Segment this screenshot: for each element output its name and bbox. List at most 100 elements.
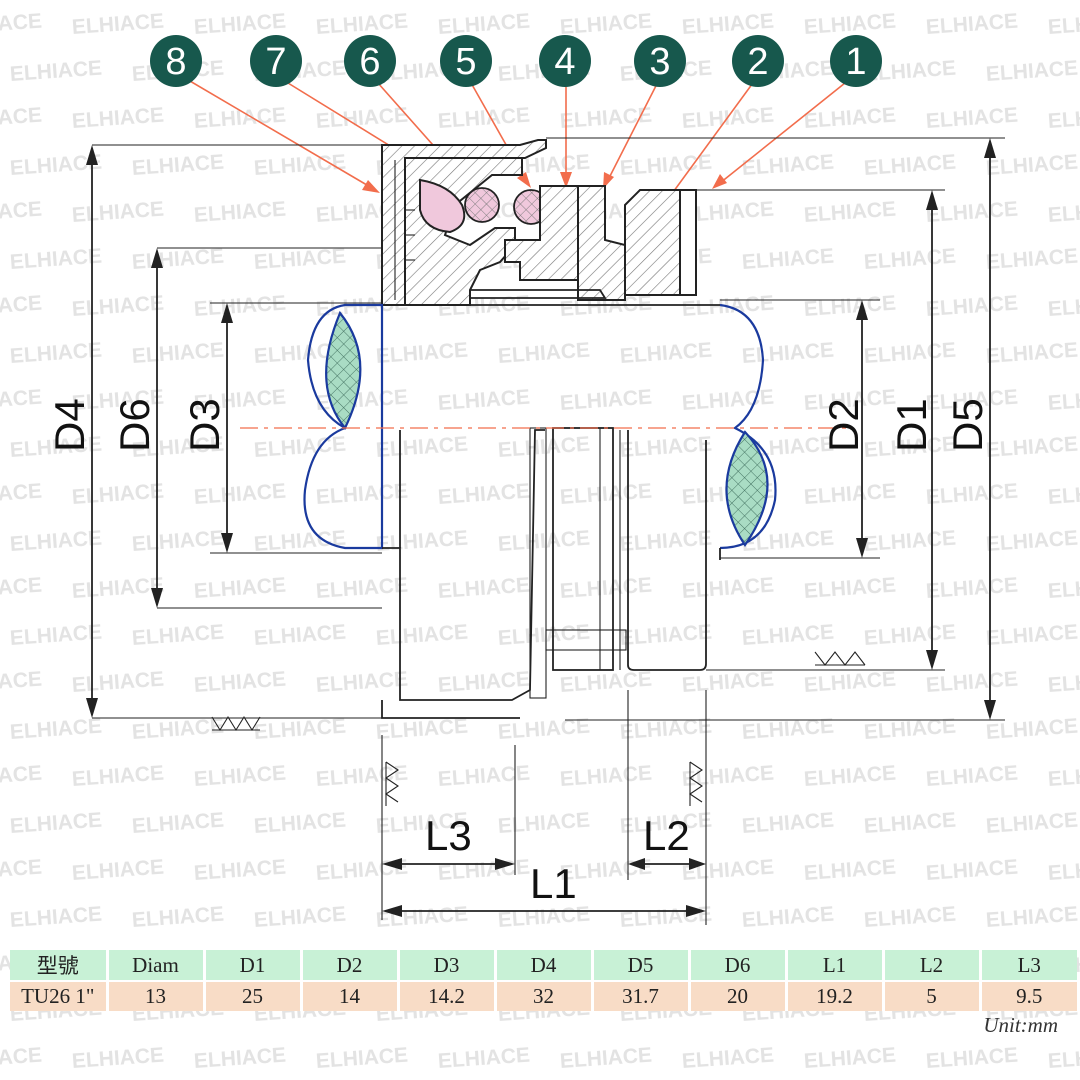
watermark-text: ELHIACE — [1047, 1044, 1080, 1073]
watermark-text: ELHIACE — [253, 809, 347, 838]
watermark-text: ELHIACE — [71, 198, 165, 227]
watermark-text: ELHIACE — [985, 151, 1079, 180]
watermark-text: ELHIACE — [681, 574, 775, 603]
watermark-text: ELHIACE — [193, 856, 287, 885]
watermark-text: ELHIACE — [193, 104, 287, 133]
table-cell: TU26 1" — [10, 981, 107, 1011]
label-l2: L2 — [643, 812, 690, 859]
watermark-text: ELHIACE — [437, 762, 531, 791]
watermark-text: ELHIACE — [9, 57, 103, 86]
watermark-text: ELHIACE — [437, 104, 531, 133]
watermark-text: ELHIACE — [375, 339, 469, 368]
watermark-text: ELHIACE — [985, 245, 1079, 274]
watermark-text: ELHIACE — [71, 10, 165, 39]
watermark-text: ELHIACE — [863, 715, 957, 744]
watermark-text: ELHIACE — [863, 151, 957, 180]
watermark-text: ELHIACE — [497, 339, 591, 368]
watermark-text: ELHIACE — [619, 527, 713, 556]
watermark-text: ELHIACE — [193, 574, 287, 603]
watermark-text: ELHIACE — [71, 762, 165, 791]
watermark-text: ELHIACE — [559, 10, 653, 39]
callout-circle-8 — [150, 35, 202, 87]
watermark-text: ELHIACE — [437, 574, 531, 603]
watermark-text: ELHIACE — [0, 292, 43, 321]
watermark-text: ELHIACE — [925, 10, 1019, 39]
watermark-text: ELHIACE — [1047, 292, 1080, 321]
table-cell: 13 — [105, 981, 204, 1011]
watermark-text: ELHIACE — [803, 104, 897, 133]
watermark-text: ELHIACE — [315, 1044, 409, 1073]
watermark-text: ELHIACE — [863, 339, 957, 368]
table-cell: 14 — [299, 981, 398, 1011]
watermark-text: ELHIACE — [9, 151, 103, 180]
watermark-text: ELHIACE — [131, 621, 225, 650]
watermark-text: ELHIACE — [803, 668, 897, 697]
watermark-text: ELHIACE — [619, 433, 713, 462]
table-cell: 20 — [687, 981, 786, 1011]
watermark-text: ELHIACE — [1047, 668, 1080, 697]
watermark-text: ELHIACE — [0, 668, 43, 697]
watermark-text: ELHIACE — [681, 856, 775, 885]
watermark-text: ELHIACE — [681, 1044, 775, 1073]
header-cell: L2 — [881, 950, 980, 982]
watermark-text: ELHIACE — [315, 668, 409, 697]
watermark-text: ELHIACE — [559, 386, 653, 415]
watermark-text: ELHIACE — [253, 621, 347, 650]
watermark-text: ELHIACE — [925, 574, 1019, 603]
label-l3: L3 — [425, 812, 472, 859]
header-cell: L3 — [978, 950, 1077, 982]
watermark-text: ELHIACE — [863, 903, 957, 932]
header-cell: D6 — [687, 950, 786, 982]
watermark-text: ELHIACE — [985, 527, 1079, 556]
dimension-lines — [86, 137, 1005, 925]
callout-circle-7 — [250, 35, 302, 87]
watermark-text: ELHIACE — [741, 621, 835, 650]
watermark-text: ELHIACE — [0, 480, 43, 509]
callout-number-8: 8 — [165, 41, 186, 83]
callout-number-4: 4 — [554, 41, 575, 83]
watermark-text: ELHIACE — [1047, 762, 1080, 791]
watermark-text: ELHIACE — [193, 480, 287, 509]
watermark-text: ELHIACE — [71, 668, 165, 697]
callout-circle-3 — [634, 35, 686, 87]
watermark-text: ELHIACE — [71, 104, 165, 133]
watermark-text: ELHIACE — [803, 480, 897, 509]
watermark-text: ELHIACE — [925, 198, 1019, 227]
watermark-text: ELHIACE — [985, 903, 1079, 932]
watermark-text: ELHIACE — [9, 527, 103, 556]
watermark-text: ELHIACE — [193, 1044, 287, 1073]
watermark-text: ELHIACE — [131, 809, 225, 838]
watermark-text: ELHIACE — [925, 856, 1019, 885]
watermark-text: ELHIACE — [619, 151, 713, 180]
watermark-text: ELHIACE — [681, 668, 775, 697]
watermark-text: ELHIACE — [925, 104, 1019, 133]
watermark-text: ELHIACE — [0, 10, 43, 39]
watermark-text: ELHIACE — [253, 527, 347, 556]
watermark-text: ELHIACE — [803, 856, 897, 885]
watermark-layer: ELHIACE ELHIACE ELHIACE ELHIACE ELHIACE ELHIA… — [0, 10, 1080, 1073]
watermark-text: ELHIACE — [9, 715, 103, 744]
label-d5: D5 — [944, 398, 991, 452]
watermark-text: ELHIACE — [925, 1044, 1019, 1073]
watermark-text: ELHIACE — [741, 809, 835, 838]
header-cell: D3 — [396, 950, 495, 982]
watermark-text: ELHIACE — [863, 809, 957, 838]
table-cell: 9.5 — [978, 981, 1077, 1011]
watermark-text: ELHIACE — [315, 762, 409, 791]
watermark-text: ELHIACE — [681, 10, 775, 39]
table-cell: 19.2 — [784, 981, 883, 1011]
seal-lower-body — [381, 427, 721, 719]
watermark-text: ELHIACE — [131, 903, 225, 932]
watermark-text: ELHIACE — [193, 10, 287, 39]
watermark-text: ELHIACE — [619, 715, 713, 744]
watermark-text: ELHIACE — [0, 574, 43, 603]
watermark-text: ELHIACE — [497, 903, 591, 932]
watermark-text: ELHIACE — [803, 292, 897, 321]
table-cell: 31.7 — [590, 981, 689, 1011]
watermark-text: ELHIACE — [559, 574, 653, 603]
label-d1: D1 — [888, 398, 935, 452]
watermark-text: ELHIACE — [0, 198, 43, 227]
